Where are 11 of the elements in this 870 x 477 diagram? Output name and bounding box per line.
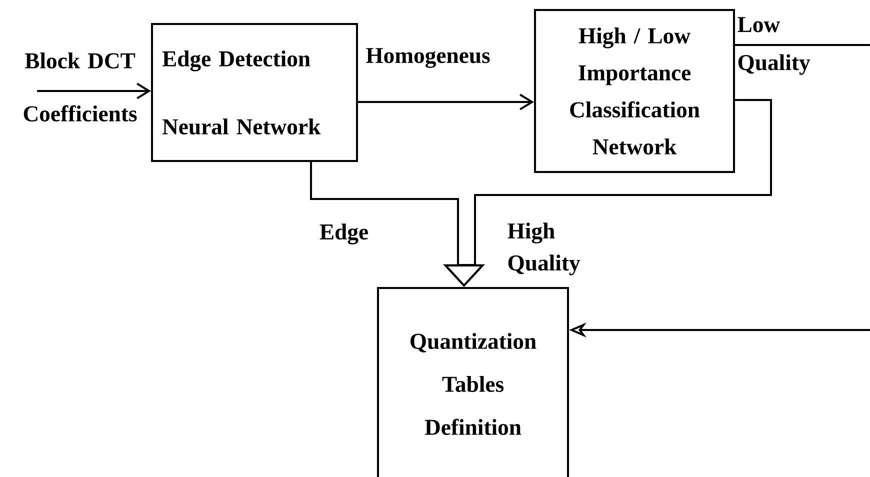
process-box: Edge Detection Neural Network xyxy=(151,23,358,162)
edge-label: Edge xyxy=(320,224,368,244)
arrow xyxy=(358,94,534,110)
connector-line xyxy=(735,44,870,46)
process-box: High / Low Importance Classification Network xyxy=(534,9,735,173)
edge-label: High Quality xyxy=(508,222,580,276)
edge-label: Homogeneus xyxy=(366,48,490,68)
edge-label: Block DCT Coefficients xyxy=(24,52,137,122)
edge-label: Low Quality xyxy=(738,17,810,75)
process-box: Quantization Tables Definition xyxy=(377,287,569,477)
arrow xyxy=(37,82,151,100)
